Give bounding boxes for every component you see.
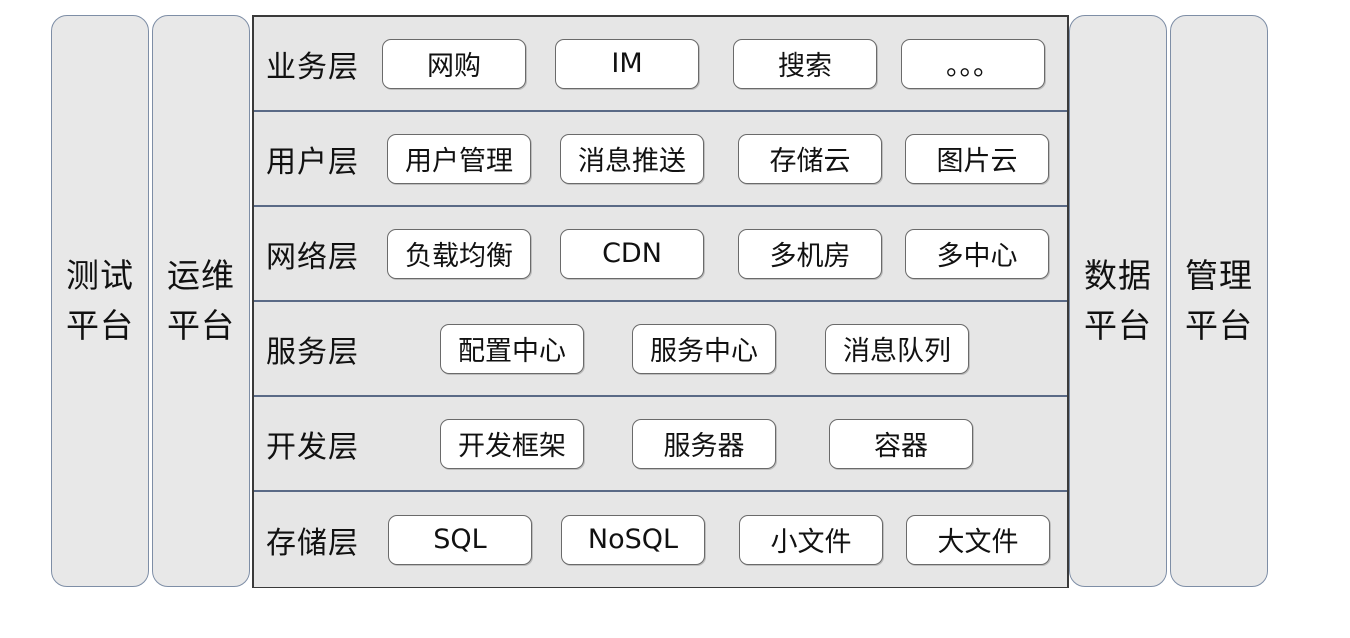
box-item: 用户管理 (387, 133, 531, 184)
layer-title: 用户层 (266, 144, 359, 180)
layer-title: 业务层 (266, 49, 359, 85)
box-item: 消息推送 (560, 133, 704, 184)
layer-development: 开发层 开发框架 服务器 容器 (254, 397, 1067, 492)
box-item: 图片云 (905, 133, 1049, 184)
data-platform-column: 数据平台 (1069, 15, 1167, 587)
layer-service: 服务层 配置中心 服务中心 消息队列 (254, 302, 1067, 397)
box-item: NoSQL (561, 514, 705, 565)
box-item: 开发框架 (440, 418, 584, 469)
box-item: IM (555, 38, 699, 89)
layer-network: 网络层 负载均衡 CDN 多机房 多中心 (254, 207, 1067, 302)
layer-user: 用户层 用户管理 消息推送 存储云 图片云 (254, 112, 1067, 207)
test-platform-label: 测试平台 (66, 256, 134, 345)
box-item: 配置中心 (440, 323, 584, 374)
ops-platform-label: 运维平台 (167, 256, 235, 345)
box-item: 存储云 (738, 133, 882, 184)
layer-stack: 业务层 网购 IM 搜索 。。。 用户层 用户管理 消息推送 存储云 图片云 网… (252, 15, 1069, 588)
layer-title: 开发层 (266, 429, 359, 465)
box-item: 容器 (829, 418, 973, 469)
layer-storage: 存储层 SQL NoSQL 小文件 大文件 (254, 492, 1067, 587)
box-item: CDN (560, 228, 704, 279)
management-platform-label: 管理平台 (1185, 256, 1253, 345)
box-item: 多机房 (738, 228, 882, 279)
box-item: 大文件 (906, 514, 1050, 565)
layer-business: 业务层 网购 IM 搜索 。。。 (254, 17, 1067, 112)
box-item: 。。。 (901, 38, 1045, 89)
box-item: 消息队列 (825, 323, 969, 374)
box-item: 网购 (382, 38, 526, 89)
box-item: 负载均衡 (387, 228, 531, 279)
box-item: 小文件 (739, 514, 883, 565)
layer-title: 存储层 (266, 525, 359, 561)
data-platform-label: 数据平台 (1084, 256, 1152, 345)
box-item: 搜索 (733, 38, 877, 89)
layer-title: 服务层 (266, 334, 359, 370)
box-item: 服务中心 (632, 323, 776, 374)
management-platform-column: 管理平台 (1170, 15, 1268, 587)
box-item: 多中心 (905, 228, 1049, 279)
test-platform-column: 测试平台 (51, 15, 149, 587)
box-item: SQL (388, 514, 532, 565)
ops-platform-column: 运维平台 (152, 15, 250, 587)
layer-title: 网络层 (266, 239, 359, 275)
box-item: 服务器 (632, 418, 776, 469)
